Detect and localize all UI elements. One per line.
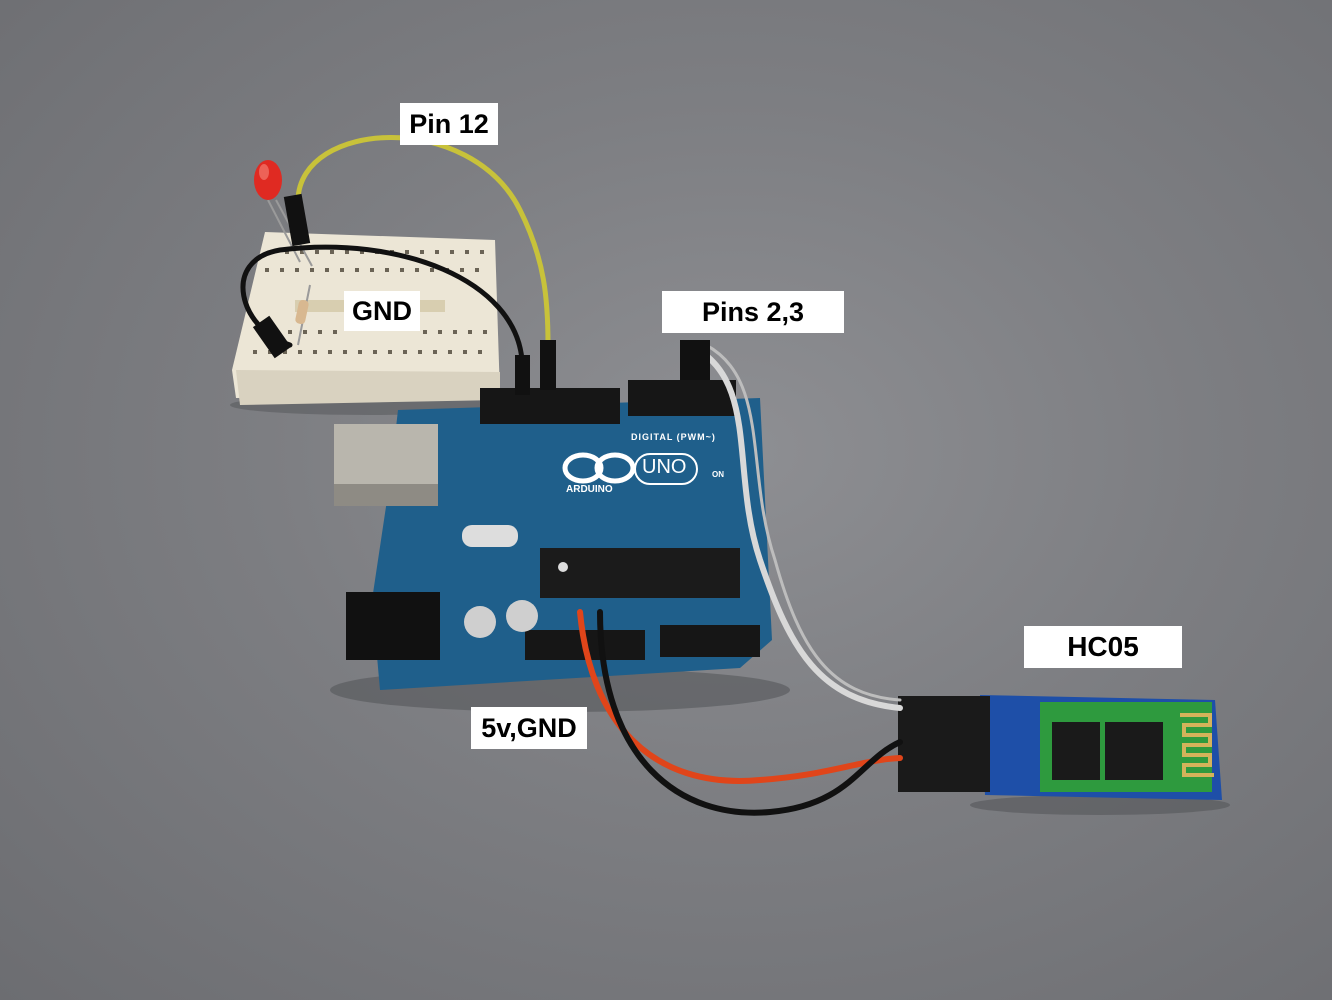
label-pin-12: Pin 12 — [400, 103, 498, 145]
resistor — [295, 284, 311, 346]
label-pins-2-3: Pins 2,3 — [662, 291, 844, 333]
board-header-text: DIGITAL (PWM~) — [631, 432, 716, 442]
arduino-uno-board — [334, 380, 772, 690]
label-gnd: GND — [344, 291, 420, 331]
label-5v-gnd: 5v,GND — [471, 707, 587, 749]
hc05-module — [898, 695, 1222, 800]
board-on-label: ON — [712, 470, 724, 479]
board-brand: ARDUINO — [566, 484, 613, 495]
board-model: UNO — [642, 456, 687, 478]
wires — [240, 135, 903, 816]
label-hc05: HC05 — [1024, 626, 1182, 668]
